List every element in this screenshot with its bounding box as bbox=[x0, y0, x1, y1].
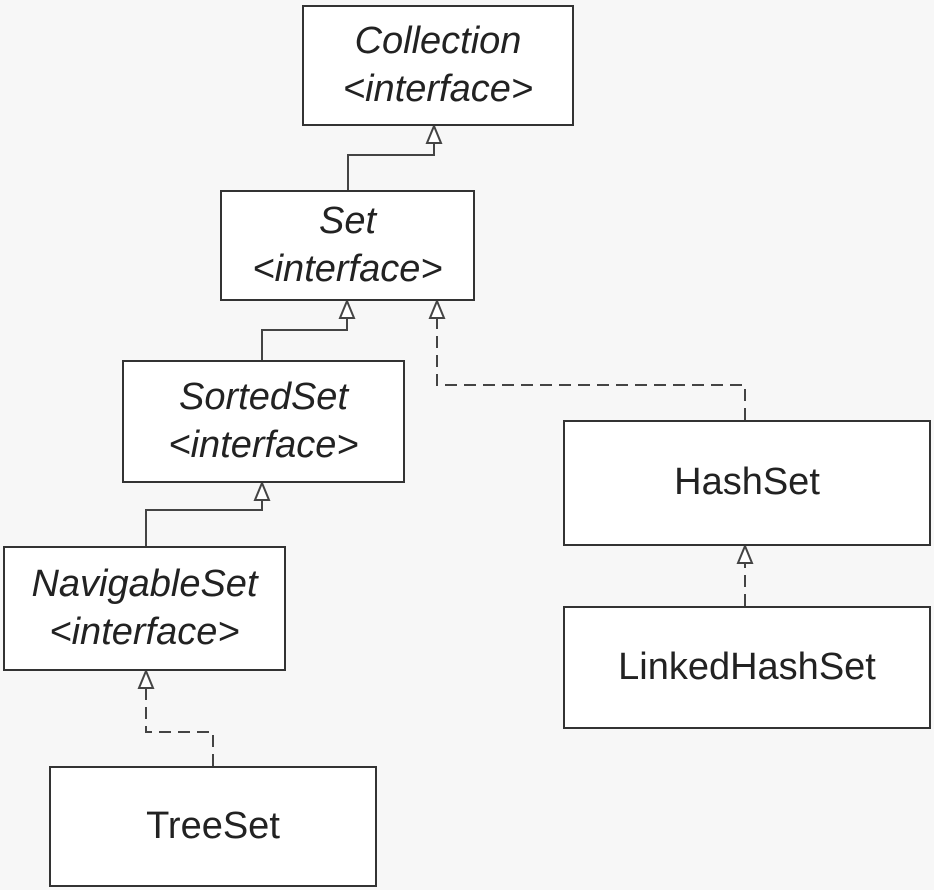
set-stereotype: <interface> bbox=[252, 247, 443, 290]
edge-hashset-to-set bbox=[436, 318, 746, 420]
edge-set-to-collection bbox=[347, 143, 435, 190]
linkedhashset-name: LinkedHashSet bbox=[618, 645, 876, 688]
set-name: Set bbox=[318, 200, 377, 242]
collection-name: Collection bbox=[354, 20, 522, 62]
edge-sortedset-to-set bbox=[261, 318, 348, 360]
hashset-node: HashSet bbox=[563, 420, 931, 546]
edge-treeset-to-navigableset bbox=[145, 688, 214, 766]
hashset-name: HashSet bbox=[674, 461, 820, 504]
navigableset-node: NavigableSet <interface> bbox=[3, 546, 286, 671]
navigableset-name: NavigableSet bbox=[31, 563, 258, 605]
set-node: Set <interface> bbox=[220, 190, 475, 301]
collection-stereotype: <interface> bbox=[342, 67, 534, 110]
arrowhead-sortedset bbox=[253, 480, 271, 501]
treeset-node: TreeSet bbox=[49, 766, 377, 887]
sortedset-name: SortedSet bbox=[179, 376, 348, 418]
arrowhead-set-from-hashset bbox=[428, 298, 446, 319]
arrowhead-collection bbox=[425, 123, 443, 144]
treeset-name: TreeSet bbox=[146, 804, 280, 847]
arrowhead-hashset bbox=[736, 543, 754, 564]
sortedset-node: SortedSet <interface> bbox=[122, 360, 405, 483]
sortedset-stereotype: <interface> bbox=[168, 423, 359, 466]
linkedhashset-node: LinkedHashSet bbox=[563, 606, 931, 729]
navigableset-stereotype: <interface> bbox=[49, 610, 240, 653]
arrowhead-set-from-sortedset bbox=[338, 298, 356, 319]
arrowhead-navigableset bbox=[137, 668, 155, 689]
edge-navigableset-to-sortedset bbox=[145, 500, 263, 546]
collection-node: Collection <interface> bbox=[302, 5, 574, 126]
